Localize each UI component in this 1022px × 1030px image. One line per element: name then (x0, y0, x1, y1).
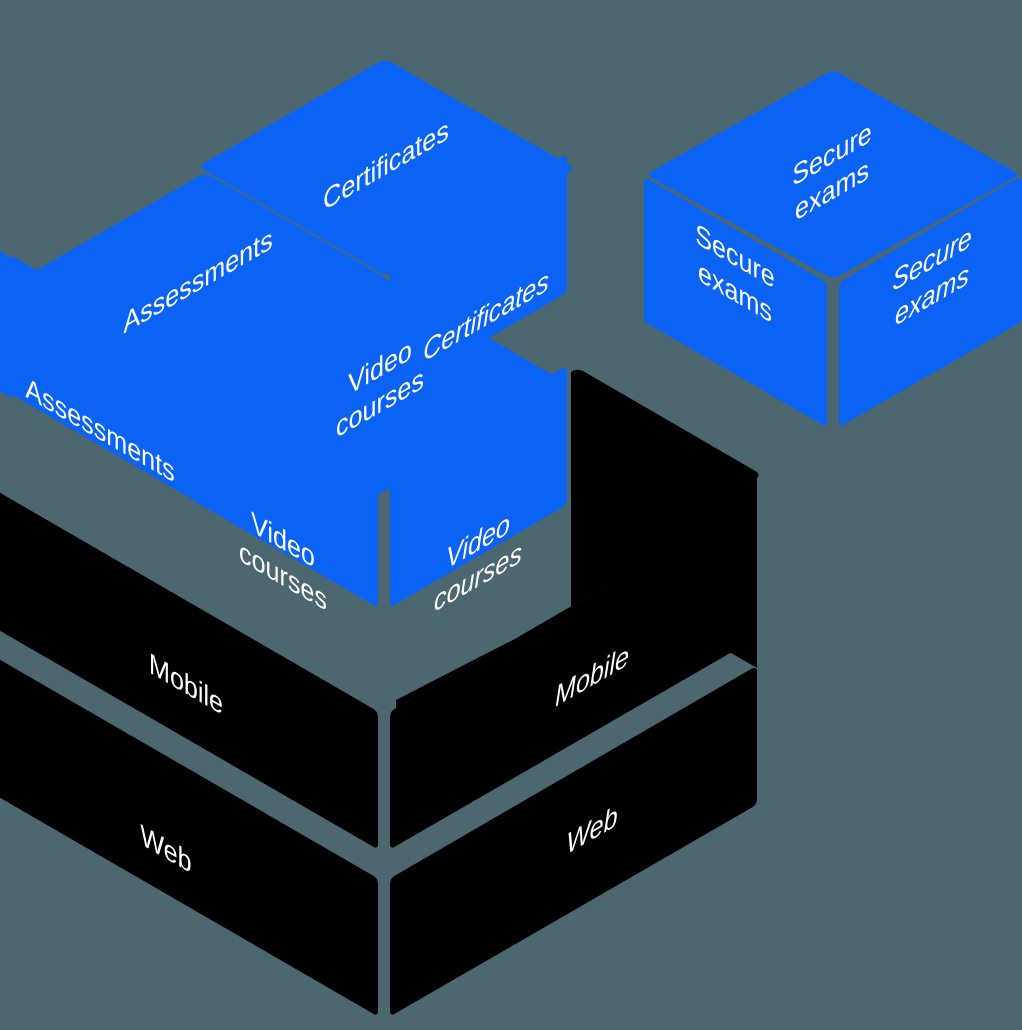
block-mobile-left-face (0, 492, 378, 848)
block-web-left-face (0, 659, 378, 1015)
block-secure-exams-top-face (649, 71, 1017, 278)
block-secure-exams-right-face (839, 178, 1022, 426)
block-assessments[interactable] (0, 174, 386, 501)
block-web[interactable] (0, 653, 768, 1015)
block-secure-exams[interactable]: Secure exams Secure exams Secure exams (644, 71, 1022, 426)
block-video-courses-right-cell-face (390, 368, 567, 606)
block-web-right-face (390, 668, 757, 1015)
block-certificates[interactable] (201, 60, 572, 394)
block-certificates-right-face (390, 156, 567, 394)
platform-stack: Assessments Assessments Certificates Cer… (0, 60, 768, 1015)
block-assessments-left-face-clip (0, 251, 12, 398)
block-secure-exams-left-face (644, 179, 827, 426)
block-video-courses-left-cell-face (190, 362, 378, 606)
black-stack-rear-fill (573, 370, 757, 668)
block-assessments-left-face (10, 257, 198, 501)
block-video-courses-left-cell[interactable] (190, 362, 378, 606)
block-video-courses-right-cell[interactable] (390, 368, 567, 606)
